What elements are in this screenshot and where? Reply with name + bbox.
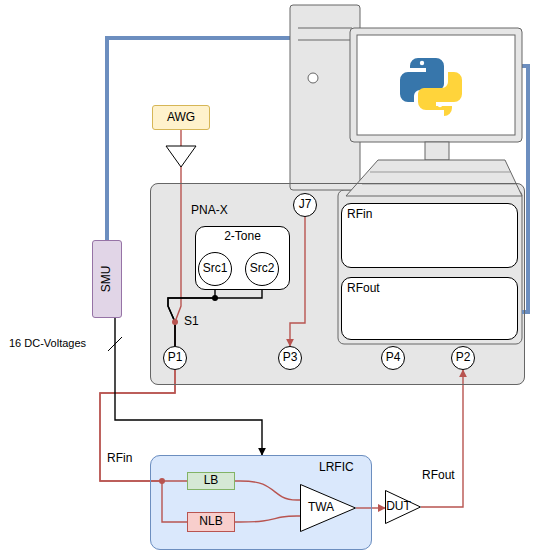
instrument-housing: PNA-X 2-ToneSrc1 Src2 J7RFinRFoutP1 P3 P4 P2 xyxy=(150,183,525,385)
keyboard xyxy=(346,160,522,196)
drive-bay xyxy=(298,40,352,41)
node-label: LB xyxy=(204,474,219,488)
node-label: Src1 xyxy=(203,262,228,276)
key-row xyxy=(370,172,510,173)
python-yellow xyxy=(418,72,462,116)
signal-label: RFout xyxy=(421,469,456,483)
switch-dot xyxy=(172,319,178,325)
heading-label: 2-Tone xyxy=(224,230,261,244)
signal-label: 16 DC-Voltages xyxy=(8,337,87,350)
port-circle: P1 xyxy=(163,346,187,370)
node-label: TWA xyxy=(308,501,334,515)
signal-connector xyxy=(100,370,187,481)
python-eye xyxy=(420,61,424,65)
amplifier-symbol xyxy=(166,146,196,167)
source-circle: Src2 xyxy=(245,252,279,286)
display-window: RFin xyxy=(341,203,518,268)
instrument-box: AWG xyxy=(152,105,210,130)
lrfic-fill xyxy=(150,455,372,550)
junction-dot xyxy=(159,478,165,484)
port-circle: P2 xyxy=(451,346,475,370)
signal-connector xyxy=(168,286,262,346)
triangle-shape xyxy=(301,485,356,532)
monitor xyxy=(350,28,522,142)
node-label: NLB xyxy=(199,515,222,529)
pna-x-fill xyxy=(150,183,525,385)
connector-port: J7 xyxy=(293,193,317,217)
node-label: P4 xyxy=(386,351,401,365)
amplifier-triangle: TWA xyxy=(300,484,356,532)
signal-connector xyxy=(100,370,187,522)
node-label: P1 xyxy=(168,351,183,365)
signal-connector xyxy=(235,481,300,500)
python-logo xyxy=(400,58,462,116)
triangle-shape xyxy=(386,491,421,524)
amplifier-triangle: DUT xyxy=(385,490,421,524)
power-button xyxy=(308,73,318,83)
display-panel xyxy=(338,190,522,344)
chip-outline: LRFIC LB NLB TWA xyxy=(150,455,372,550)
drive-bay xyxy=(298,28,352,29)
signal-connector xyxy=(421,370,463,507)
heading-label: PNA-X xyxy=(191,204,228,218)
node-label: SMU xyxy=(100,266,114,293)
bus-slash xyxy=(108,337,122,351)
branch-box: LB xyxy=(187,472,235,490)
display-window: RFout xyxy=(341,277,518,340)
screen xyxy=(357,35,515,135)
python-eye xyxy=(438,103,442,107)
port-circle: P4 xyxy=(381,346,405,370)
node-label: DUT xyxy=(386,500,411,514)
signal-connector xyxy=(356,507,385,508)
source-circle: Src1 xyxy=(198,252,232,286)
node-label: P2 xyxy=(456,351,471,365)
heading-label: LRFIC xyxy=(319,461,354,475)
switch-label: S1 xyxy=(184,315,199,329)
node-label: Src2 xyxy=(250,262,275,276)
branch-box: NLB xyxy=(187,512,235,532)
heading-label: RFout xyxy=(347,282,380,296)
instrument-box: SMU xyxy=(92,240,122,318)
control-link xyxy=(107,38,290,240)
junction-dot xyxy=(212,295,218,301)
node-label: J7 xyxy=(299,198,312,212)
source-group: 2-ToneSrc1 Src2 xyxy=(195,226,290,290)
heading-label: RFin xyxy=(347,208,372,222)
signal-label: RFin xyxy=(106,452,133,466)
node-label: AWG xyxy=(167,111,195,125)
signal-connector xyxy=(290,217,305,346)
signal-connector xyxy=(235,516,300,522)
port-circle: P3 xyxy=(278,346,302,370)
signal-connector xyxy=(115,318,262,455)
monitor-stand xyxy=(425,142,449,160)
control-link xyxy=(522,66,528,312)
node-label: P3 xyxy=(283,351,298,365)
computer-icon xyxy=(290,5,522,196)
